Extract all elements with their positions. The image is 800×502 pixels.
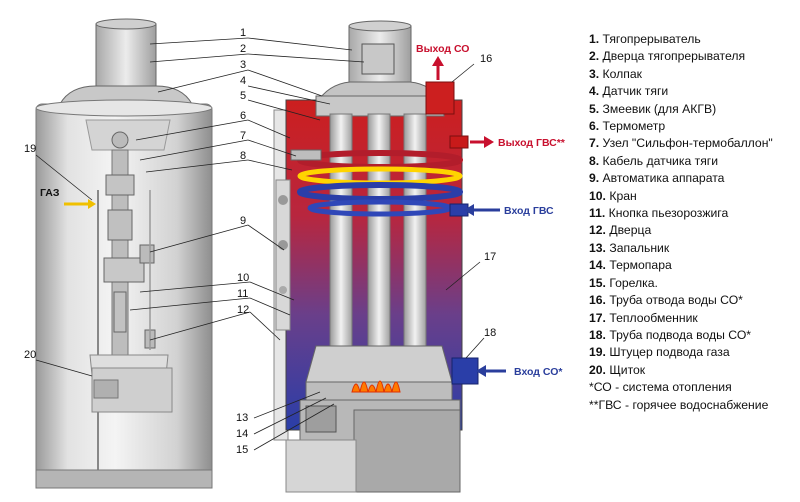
- legend-text: Кнопка пьезорозжига: [605, 206, 729, 221]
- legend-num: 20.: [589, 362, 606, 377]
- legend-text: Кран: [605, 188, 637, 203]
- legend-item-15: 15. Горелка.: [589, 275, 794, 292]
- flow-arrows: [432, 56, 506, 377]
- legend-num: 6.: [589, 119, 600, 134]
- boiler-external-view: ГАЗ: [35, 18, 213, 489]
- callout-15: 15: [236, 444, 248, 456]
- legend-item-3: 3. Колпак: [589, 66, 794, 83]
- legend-item-12: 12. Дверца: [589, 222, 794, 239]
- legend-text: Колпак: [599, 66, 642, 81]
- legend-item-1: 1. Тягопрерыватель: [589, 31, 794, 48]
- legend-text: Горелка.: [605, 275, 658, 290]
- legend-item-4: 4. Датчик тяги: [589, 83, 794, 100]
- legend-num: 8.: [589, 153, 600, 168]
- legend-item-13: 13. Запальник: [589, 240, 794, 257]
- legend-note-co: *СО - система отопления: [589, 380, 732, 395]
- legend-num: 9.: [589, 171, 600, 186]
- legend-num: 7.: [589, 136, 600, 151]
- legend-item-7: 7. Узел "Сильфон-термобаллон": [589, 135, 794, 152]
- callout-9: 9: [240, 215, 246, 227]
- legend-text: Термометр: [599, 119, 666, 134]
- flow-in-gvs-label: Вход ГВС: [504, 205, 554, 217]
- callout-numbers: 1 2 3 4 5 6 7 8 9 10 11 12 13 14 15 16 1…: [24, 27, 496, 456]
- callout-19: 19: [24, 143, 36, 155]
- legend-item-10: 10. Кран: [589, 188, 794, 205]
- legend-num: 16.: [589, 293, 606, 308]
- callout-2: 2: [240, 43, 246, 55]
- callout-5: 5: [240, 90, 246, 102]
- callout-6: 6: [240, 110, 246, 122]
- legend-item-20: 20. Щиток: [589, 362, 794, 379]
- callout-4: 4: [240, 75, 246, 87]
- legend-text: Теплообменник: [605, 310, 698, 325]
- callout-16: 16: [480, 53, 492, 65]
- legend-text: Узел "Сильфон-термобаллон": [599, 136, 773, 151]
- gas-label: ГАЗ: [40, 187, 60, 199]
- legend-text: Дверца: [605, 223, 652, 238]
- callout-11: 11: [237, 288, 248, 300]
- legend-item-14: 14. Термопара: [589, 257, 794, 274]
- callout-13: 13: [236, 412, 248, 424]
- legend-item-9: 9. Автоматика аппарата: [589, 170, 794, 187]
- boiler-cutaway-view: Выход СО Выход ГВС** Вход ГВС Вход СО*: [273, 20, 566, 493]
- callout-20: 20: [24, 349, 36, 361]
- callout-18: 18: [484, 327, 496, 339]
- legend-num: 17.: [589, 310, 606, 325]
- callout-10: 10: [237, 272, 249, 284]
- callout-3: 3: [240, 59, 246, 71]
- legend-num: 10.: [589, 188, 606, 203]
- legend-num: 14.: [589, 258, 606, 273]
- legend-num: 3.: [589, 66, 600, 81]
- legend-text: Щиток: [605, 362, 646, 377]
- legend-text: Тягопрерыватель: [599, 32, 701, 46]
- flow-out-co-label: Выход СО: [416, 43, 469, 55]
- legend-text: Запальник: [605, 240, 670, 255]
- legend-text: Кабель датчика тяги: [599, 153, 719, 168]
- legend-num: 1.: [589, 32, 600, 46]
- legend-text: Змеевик (для АКГВ): [599, 101, 717, 116]
- callout-14: 14: [236, 428, 248, 440]
- legend-num: 15.: [589, 275, 606, 290]
- legend-item-11: 11. Кнопка пьезорозжига: [589, 205, 794, 222]
- legend-text: Дверца тягопрерывателя: [599, 49, 746, 64]
- legend: 1. Тягопрерыватель 2. Дверца тягопрерыва…: [589, 31, 794, 414]
- legend-num: 12.: [589, 223, 606, 238]
- legend-text: Штуцер подвода газа: [605, 345, 730, 360]
- legend-text: Труба отвода воды СО*: [605, 293, 743, 308]
- callout-7: 7: [240, 130, 246, 142]
- legend-item-17: 17. Теплообменник: [589, 310, 794, 327]
- leader-lines: [35, 37, 485, 451]
- legend-num: 4.: [589, 84, 600, 99]
- legend-note-gvs: **ГВС - горячее водоснабжение: [589, 397, 769, 412]
- legend-num: 13.: [589, 240, 606, 255]
- legend-num: 2.: [589, 49, 600, 64]
- callout-12: 12: [237, 304, 249, 316]
- legend-item-2: 2. Дверца тягопрерывателя: [589, 48, 794, 65]
- legend-item-5: 5. Змеевик (для АКГВ): [589, 101, 794, 118]
- legend-num: 18.: [589, 327, 606, 342]
- burner-flame: [351, 380, 401, 393]
- legend-item-19: 19. Штуцер подвода газа: [589, 344, 794, 361]
- legend-text: Термопара: [605, 258, 672, 273]
- legend-text: Автоматика аппарата: [599, 171, 725, 186]
- callout-17: 17: [484, 251, 496, 263]
- legend-num: 5.: [589, 101, 600, 116]
- flow-in-co-label: Вход СО*: [514, 366, 563, 378]
- callout-1: 1: [240, 27, 246, 39]
- legend-item-18: 18. Труба подвода воды СО*: [589, 327, 794, 344]
- legend-item-8: 8. Кабель датчика тяги: [589, 153, 794, 170]
- legend-num: 11.: [589, 206, 606, 221]
- callout-8: 8: [240, 150, 246, 162]
- legend-item-16: 16. Труба отвода воды СО*: [589, 292, 794, 309]
- flow-out-gvs-label: Выход ГВС**: [498, 137, 566, 149]
- legend-item-6: 6. Термометр: [589, 118, 794, 135]
- legend-text: Труба подвода воды СО*: [605, 327, 752, 342]
- legend-num: 19.: [589, 345, 606, 360]
- legend-text: Датчик тяги: [599, 84, 669, 99]
